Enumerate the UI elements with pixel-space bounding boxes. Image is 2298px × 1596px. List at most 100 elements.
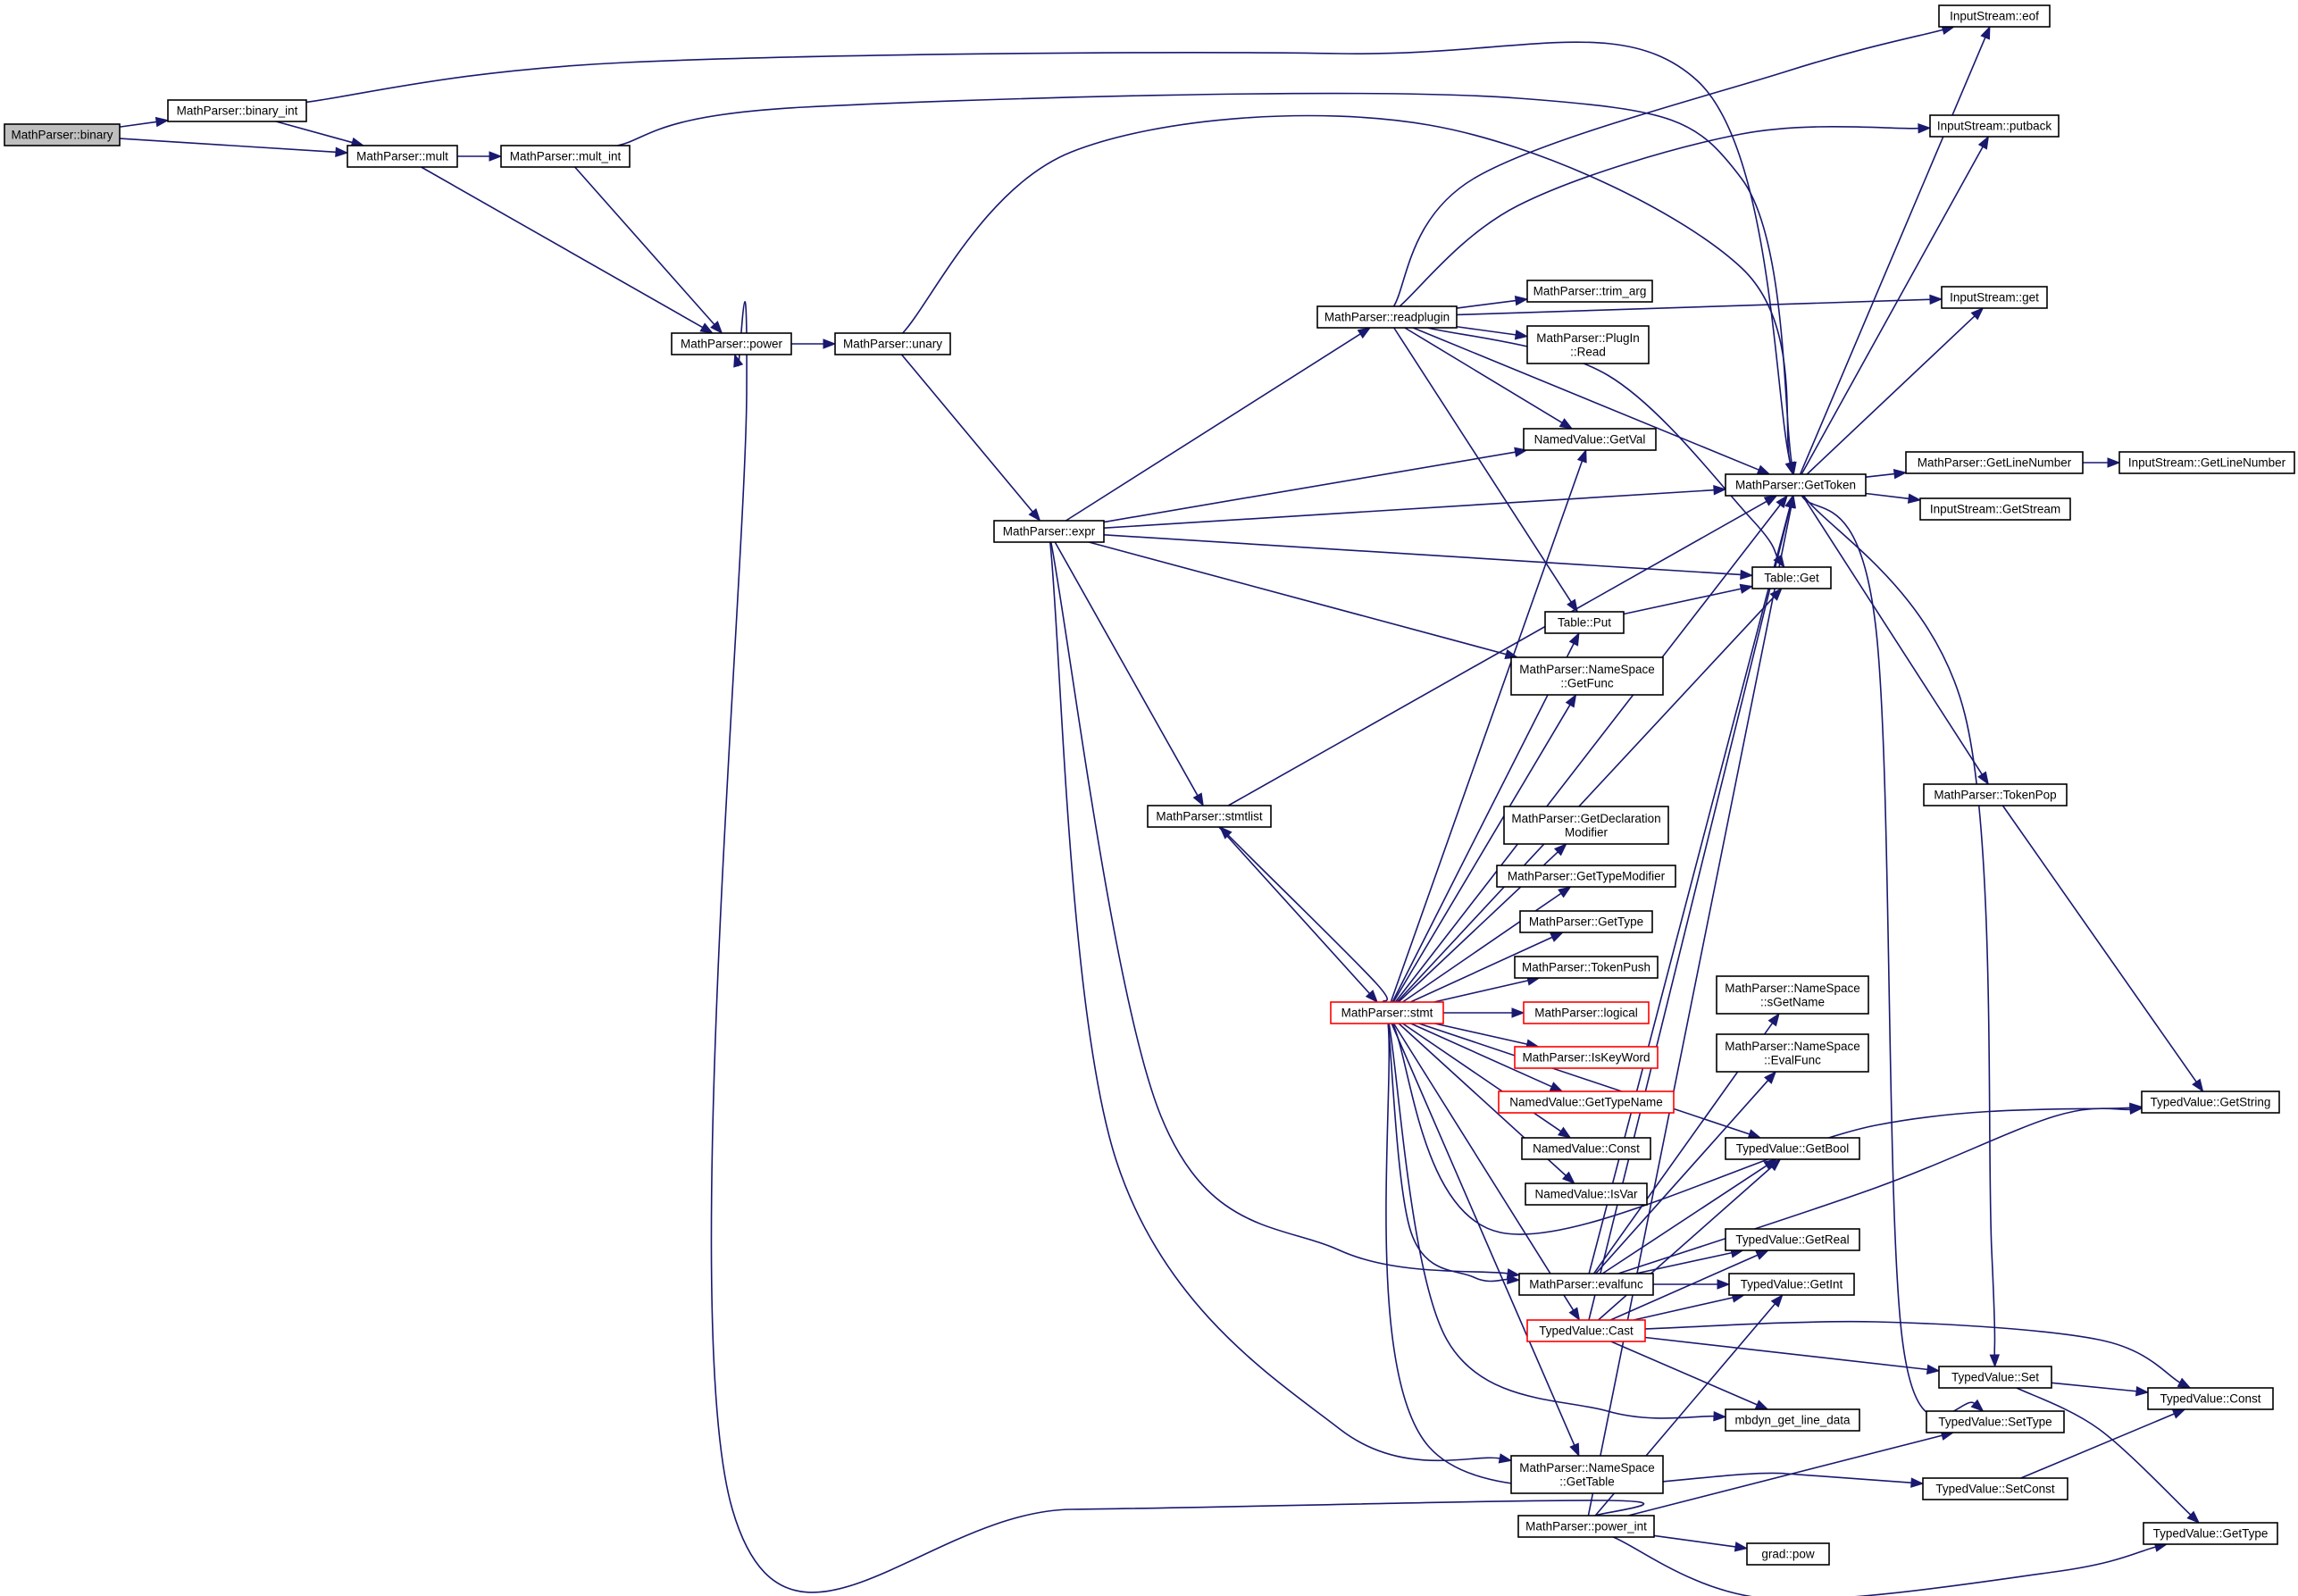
node-gettoken[interactable]: MathParser::GetToken [1725,473,1867,497]
edge-line [1418,1023,1751,1135]
node-label: NamedValue::IsVar [1534,1188,1638,1201]
arrowhead [1028,507,1041,522]
edge-line [1595,1080,1769,1274]
node-iskeyword[interactable]: MathParser::IsKeyWord [1514,1046,1659,1069]
node-stmtlist[interactable]: MathParser::stmtlist [1147,805,1272,828]
node-gettypemod[interactable]: MathParser::GetTypeModifier [1496,865,1676,888]
node-box [1751,566,1832,589]
node-ns_evalfunc[interactable]: MathParser::NameSpace::EvalFunc [1716,1033,1869,1073]
node-binary[interactable]: MathParser::binary [4,123,121,146]
edge-line [1050,541,1508,1274]
node-power[interactable]: MathParser::power [671,332,792,355]
node-readplugin[interactable]: MathParser::readplugin [1316,305,1458,329]
node-logical[interactable]: MathParser::logical [1523,1001,1650,1024]
node-power_int[interactable]: MathParser::power_int [1517,1515,1655,1538]
node-ns_getfunc[interactable]: MathParser::NameSpace::GetFunc [1510,656,1664,696]
node-is_putback[interactable]: InputStream::putback [1929,114,2060,138]
node-box [1526,1319,1646,1342]
arrowhead [2135,1385,2150,1397]
edge-tv_cast-to-tv_set [1644,1336,1941,1375]
edge-line [1402,1023,1562,1132]
node-tokenpush[interactable]: MathParser::TokenPush [1514,956,1659,979]
node-evalfunc[interactable]: MathParser::evalfunc [1518,1273,1654,1296]
edge-line [1399,126,1919,307]
edge-line [1627,1434,1943,1517]
node-box [1517,1515,1655,1538]
node-is_get[interactable]: InputStream::get [1941,286,2048,309]
node-binary_int[interactable]: MathParser::binary_int [167,99,307,122]
node-table_get[interactable]: Table::Get [1751,566,1832,589]
edge-stmtlist-to-gettoken [1227,495,1778,806]
edge-getlinenumber-to-is_getlinenumber [2083,457,2121,468]
node-tv_setconst[interactable]: TypedValue::SetConst [1922,1477,2068,1500]
node-box [347,145,458,168]
node-tv_getint[interactable]: TypedValue::GetInt [1728,1273,1855,1296]
node-tv_set[interactable]: TypedValue::Set [1938,1366,2052,1389]
edge-power_int-to-gettoken [1587,494,1797,1517]
node-getval[interactable]: NamedValue::GetVal [1523,428,1657,451]
edge-line [1653,1534,1736,1548]
arrowhead [823,338,837,349]
edge-line [1088,541,1507,656]
edge-readplugin-to-getval [1404,327,1574,430]
node-label: MathParser::power [681,338,783,351]
edge-stmt-to-ns_getfunc [1392,693,1577,1003]
edge-power-to-unary [791,338,837,349]
edge-line [1409,936,1553,1003]
node-box [993,520,1105,543]
node-tv_cast[interactable]: TypedValue::Cast [1526,1319,1646,1342]
edge-line [710,301,1645,1593]
edge-unary-to-gettoken [902,114,1795,476]
node-is_eof[interactable]: InputStream::eof [1938,4,2051,28]
node-plugin_read[interactable]: MathParser::PlugIn::Read [1526,325,1650,364]
arrowhead [1717,1279,1731,1290]
node-tv_const[interactable]: TypedValue::Const [2147,1387,2274,1410]
node-nv_const[interactable]: NamedValue::Const [1521,1137,1651,1160]
node-tv_getbool[interactable]: TypedValue::GetBool [1725,1137,1860,1160]
node-ns_sgetname[interactable]: MathParser::NameSpace::sGetName [1716,975,1869,1015]
node-box [2143,1522,2278,1545]
node-gettype[interactable]: MathParser::GetType [1519,910,1653,933]
arrowhead [1734,1542,1749,1552]
edge-evalfunc-to-ns_evalfunc [1595,1070,1777,1274]
node-expr[interactable]: MathParser::expr [993,520,1105,543]
node-mbdyn_line[interactable]: mbdyn_get_line_data [1725,1408,1860,1432]
node-label: TypedValue::SetType [1938,1416,2051,1429]
node-label: NamedValue::GetTypeName [1509,1096,1663,1109]
node-nv_gettypename[interactable]: NamedValue::GetTypeName [1498,1090,1675,1114]
node-mult_int[interactable]: MathParser::mult_int [500,145,631,168]
node-tv_gettype[interactable]: TypedValue::GetType [2143,1522,2278,1545]
edge-stmt-to-gettype [1409,932,1565,1003]
node-grad_pow[interactable]: grad::pow [1746,1542,1830,1566]
node-stmt[interactable]: MathParser::stmt [1330,1001,1444,1024]
node-tv_getstring[interactable]: TypedValue::GetString [2141,1090,2280,1114]
edge-line [1388,1023,1715,1419]
node-box [1923,783,2068,806]
arrowhead [1756,464,1771,475]
node-ns_gettable[interactable]: MathParser::NameSpace::GetTable [1510,1455,1664,1494]
node-label: InputStream::putback [1937,120,2052,133]
node-tokenpop[interactable]: MathParser::TokenPop [1923,783,2068,806]
node-tv_settype[interactable]: TypedValue::SetType [1926,1410,2065,1433]
arrowhead [2129,1104,2143,1115]
edge-line [1392,704,1571,1003]
node-label: MathParser::IsKeyWord [1522,1051,1650,1065]
node-nv_isvar[interactable]: NamedValue::IsVar [1525,1182,1648,1206]
node-label: MathParser::GetToken [1735,479,1856,492]
node-mult[interactable]: MathParser::mult [347,145,458,168]
edge-power_int-to-tv_settype [1627,1430,1955,1517]
node-label: MathParser::NameSpace [1519,1461,1655,1475]
node-unary[interactable]: MathParser::unary [834,332,951,355]
node-trim_arg[interactable]: MathParser::trim_arg [1526,280,1653,303]
node-is_getlinenumber[interactable]: InputStream::GetLineNumber [2118,451,2295,474]
node-label: MathParser::TokenPush [1522,961,1650,974]
arrowhead [1740,569,1754,581]
node-is_getstream[interactable]: InputStream::GetStream [1919,497,2071,521]
arrowhead [1929,294,1943,305]
node-tv_getreal[interactable]: TypedValue::GetReal [1725,1228,1860,1251]
node-box [1521,1137,1651,1160]
node-table_put[interactable]: Table::Put [1544,611,1625,634]
node-getlinenumber[interactable]: MathParser::GetLineNumber [1905,451,2084,474]
edge-line [1456,325,1517,336]
